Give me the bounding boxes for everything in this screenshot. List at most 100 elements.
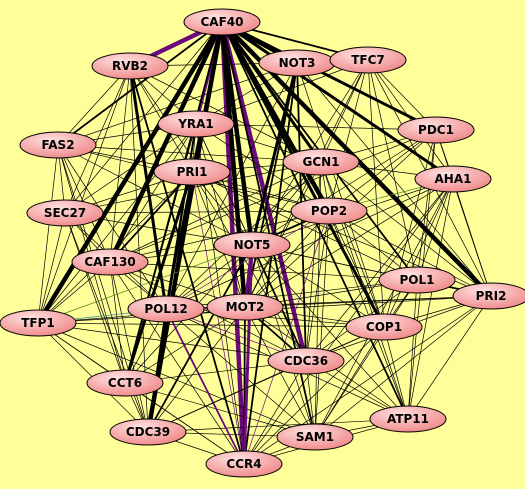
node-pri1[interactable]: PRI1 <box>153 158 231 186</box>
edge-sam1-cct6 <box>124 382 316 438</box>
node-cct6[interactable]: CCT6 <box>86 369 164 397</box>
node-caf40[interactable]: CAF40 <box>183 8 261 36</box>
edge-pdc1-pop2 <box>328 129 437 212</box>
edge-caf40-gcn1 <box>220 20 323 164</box>
edge-fas2-gcn1 <box>57 144 322 163</box>
edge-ccr4-pri1 <box>191 171 245 465</box>
edge-aha1-pol1 <box>416 178 454 281</box>
edge-sam1-mot2 <box>244 306 316 438</box>
edge-ccr4-pol12 <box>165 308 245 465</box>
edge-pop2-cdc36 <box>305 210 330 362</box>
edge-sec27-yra1 <box>64 123 197 214</box>
edge-tfc7-gcn1 <box>320 59 369 163</box>
edge-caf130-pop2 <box>109 210 330 263</box>
edge-tfp1-sec27 <box>37 212 66 324</box>
node-not3[interactable]: NOT3 <box>258 49 336 77</box>
node-ellipse <box>414 165 492 193</box>
edge-sam1-pop2 <box>314 210 330 438</box>
node-ellipse <box>183 8 261 36</box>
node-ellipse <box>345 313 423 341</box>
edge-pri2-pop2 <box>328 210 492 297</box>
edge-gcn1-cdc36 <box>305 161 322 362</box>
edge-gcn1-not5 <box>251 161 322 246</box>
edge-tfp1-fas2 <box>37 144 59 324</box>
node-rvb2[interactable]: RVB2 <box>91 52 169 80</box>
node-pdc1[interactable]: PDC1 <box>397 116 475 144</box>
edge-cop1-pop2 <box>328 210 385 328</box>
edge-aha1-ccr4 <box>243 178 454 465</box>
node-ellipse <box>213 231 291 259</box>
edge-cdc39-not5 <box>147 244 253 433</box>
node-ellipse <box>26 199 104 227</box>
node-sam1[interactable]: SAM1 <box>276 423 354 451</box>
edge-yra1-pol12 <box>165 123 197 310</box>
node-cdc39[interactable]: CDC39 <box>109 418 187 446</box>
edge-pdc1-not5 <box>251 129 437 246</box>
edge-tfc7-yra1 <box>195 59 369 125</box>
node-label: TFC7 <box>351 53 385 67</box>
node-pol12[interactable]: POL12 <box>127 295 205 323</box>
node-label: RVB2 <box>112 59 148 73</box>
node-pop2[interactable]: POP2 <box>290 197 368 225</box>
node-aha1[interactable]: AHA1 <box>414 165 492 193</box>
edge-pri2-sam1 <box>314 295 492 438</box>
edge-caf130-pri1 <box>109 171 193 263</box>
edge-tfc7-mot2 <box>244 59 369 308</box>
edge-aha1-cop1 <box>383 178 454 328</box>
edge-not3-not5 <box>250 61 299 247</box>
edge-pol1-sam1 <box>314 279 418 438</box>
edge-ccr4-pop2 <box>243 210 330 465</box>
node-not5[interactable]: NOT5 <box>213 231 291 259</box>
edge-yra1-pop2 <box>195 123 330 212</box>
node-ellipse <box>86 369 164 397</box>
node-ccr4[interactable]: CCR4 <box>205 450 283 478</box>
node-sec27[interactable]: SEC27 <box>26 199 104 227</box>
edge-cop1-gcn1 <box>320 161 385 328</box>
node-pri2[interactable]: PRI2 <box>452 282 525 310</box>
edge-rvb2-gcn1 <box>129 65 322 163</box>
edge-rvb2-cdc39 <box>129 65 149 433</box>
node-cop1[interactable]: COP1 <box>345 313 423 341</box>
node-caf130[interactable]: CAF130 <box>71 248 149 276</box>
node-pol1[interactable]: POL1 <box>378 266 456 294</box>
node-yra1[interactable]: YRA1 <box>157 110 235 138</box>
node-label: POP2 <box>311 204 347 218</box>
node-ellipse <box>91 52 169 80</box>
edge-caf40-sec27 <box>64 21 223 214</box>
node-label: SEC27 <box>44 206 86 220</box>
edge-cop1-atp11 <box>383 326 409 420</box>
node-atp11[interactable]: ATP11 <box>369 405 447 433</box>
edge-not3-mot2 <box>244 62 298 308</box>
edge-not3-pri2 <box>296 62 492 297</box>
node-label: COP1 <box>366 320 402 334</box>
edge-tfc7-aha1 <box>367 59 454 180</box>
node-label: GCN1 <box>302 155 339 169</box>
edge-not3-cop1 <box>296 62 385 328</box>
node-tfc7[interactable]: TFC7 <box>329 46 407 74</box>
edge-caf40-aha1 <box>220 20 455 181</box>
edge-caf130-yra1 <box>109 123 197 263</box>
edge-atp11-not5 <box>251 244 409 420</box>
edge-caf130-gcn1 <box>109 161 322 263</box>
edge-sec27-gcn1 <box>64 161 322 214</box>
node-mot2[interactable]: MOT2 <box>206 293 284 321</box>
node-ellipse <box>329 46 407 74</box>
edge-tfc7-pop2 <box>328 59 369 212</box>
edge-pri1-pol12 <box>165 171 193 310</box>
node-label: POL1 <box>400 273 435 287</box>
edge-aha1-pol12 <box>165 178 454 310</box>
node-label: MOT2 <box>226 300 265 314</box>
edge-sec27-pop2 <box>64 210 330 214</box>
edge-atp11-cdc39 <box>147 418 409 433</box>
node-cdc36[interactable]: CDC36 <box>267 347 345 375</box>
edge-caf40-cdc39 <box>145 19 225 435</box>
edge-cct6-caf130 <box>109 261 126 384</box>
edge-fas2-not5 <box>57 144 253 246</box>
edge-cop1-sam1 <box>314 326 385 438</box>
edge-cct6-pri1 <box>123 170 194 385</box>
node-tfp1[interactable]: TFP1 <box>0 309 77 337</box>
node-gcn1[interactable]: GCN1 <box>282 148 360 176</box>
node-label: CDC39 <box>126 425 170 439</box>
node-fas2[interactable]: FAS2 <box>19 131 97 159</box>
edge-caf130-cdc36 <box>109 261 307 362</box>
